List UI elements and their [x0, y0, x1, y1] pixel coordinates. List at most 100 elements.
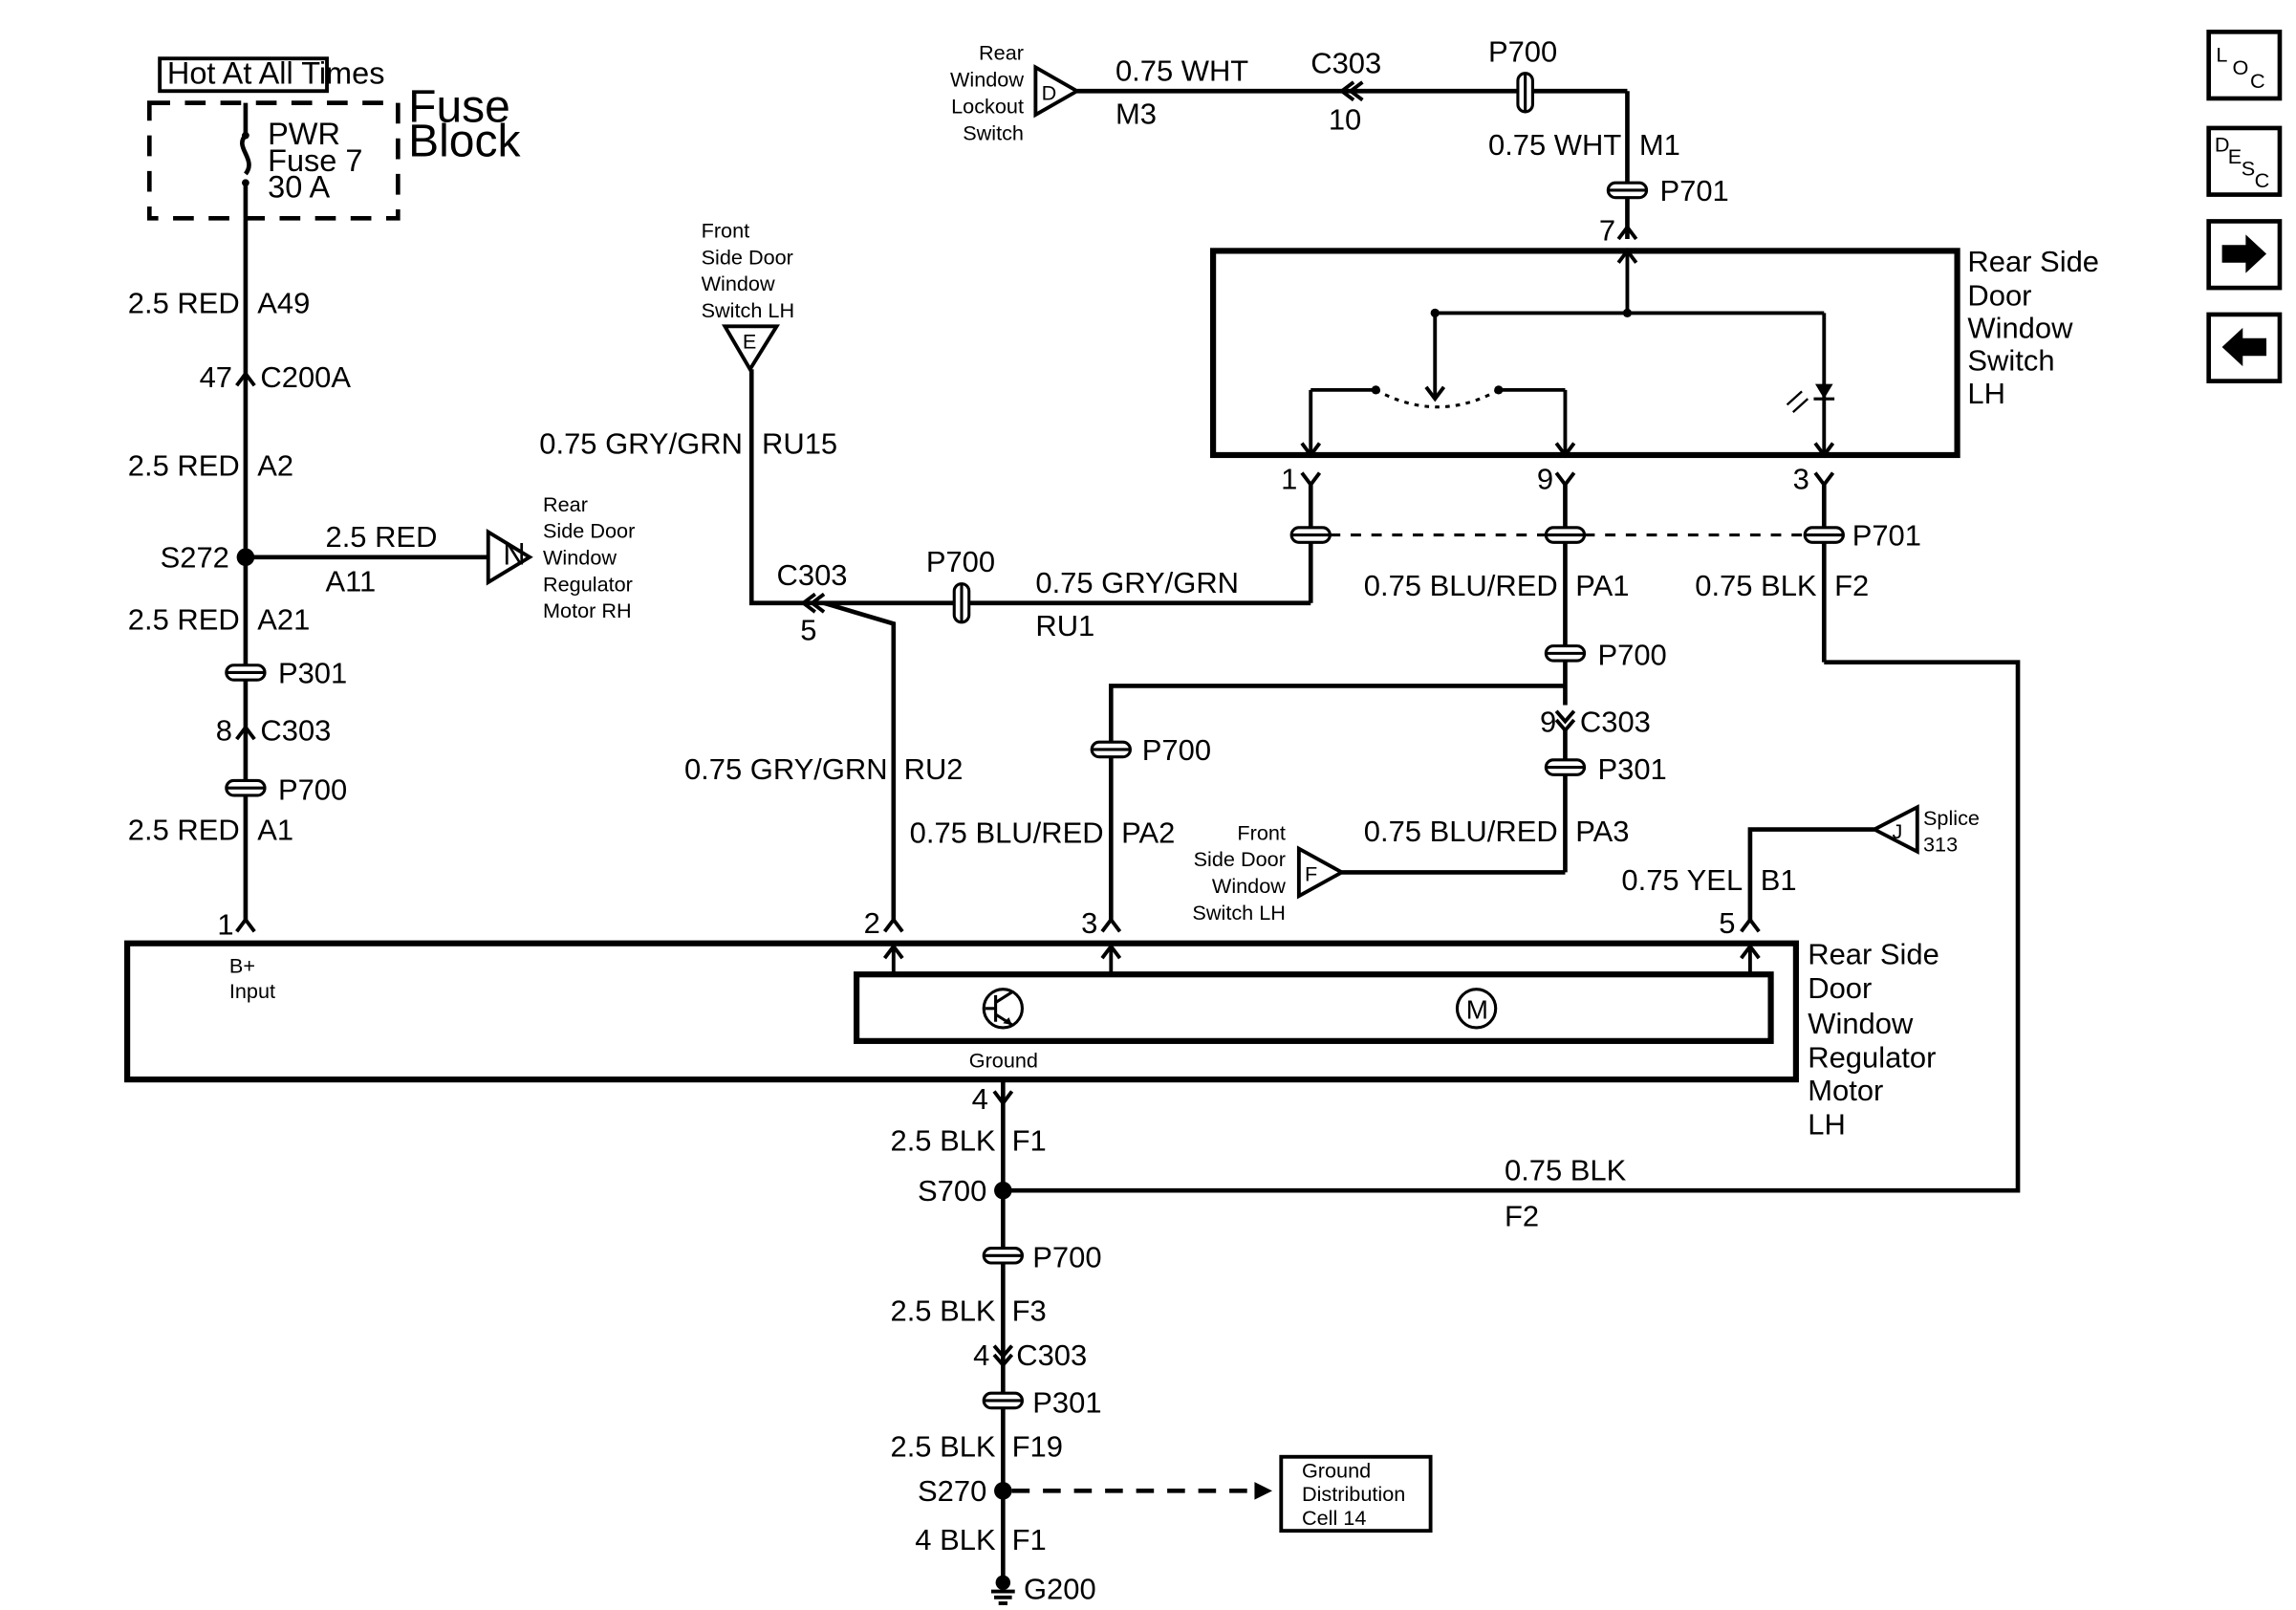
svg-text:O: O [2232, 55, 2248, 79]
c303-mid-pin: 5 [800, 613, 816, 646]
led-icon [1786, 383, 1835, 413]
svg-text:M: M [1466, 995, 1488, 1025]
regulator-lh-label: Rear Side Door Window Regulator Motor LH [1808, 937, 1939, 1141]
svg-text:C: C [2250, 69, 2265, 93]
circuit-label-ru2: RU2 [904, 752, 964, 786]
svg-text:LH: LH [1808, 1107, 1846, 1141]
motor-pin3: 3 [1081, 906, 1097, 940]
svg-text:Door: Door [1967, 279, 2031, 313]
circuit-label-pa1: PA1 [1575, 569, 1629, 602]
svg-text:D: D [2215, 133, 2230, 157]
lockout-marker-icon [1033, 64, 1081, 119]
svg-text:Switch LH: Switch LH [702, 298, 795, 322]
arrow-right-icon [2221, 234, 2267, 273]
wire-ru2 [823, 600, 897, 920]
motor-pin2-connector-icon [882, 916, 904, 933]
g200-label: G200 [1024, 1572, 1096, 1605]
prev-page-button[interactable] [2206, 312, 2283, 383]
ground-path: 4 2.5 BLK F1 S700 0.75 BLK F2 P700 2.5 B… [890, 1079, 1627, 1605]
wire-label-ru2: 0.75 GRY/GRN [684, 752, 888, 786]
c303-low-label: C303 [1016, 1338, 1087, 1372]
circuit-label-m1: M1 [1639, 128, 1680, 162]
c303-a-label: C303 [260, 714, 331, 748]
fuse-block-title-1: Fuse [408, 82, 510, 133]
wire-label-m1: 0.75 WHT [1488, 128, 1621, 162]
svg-text:Switch: Switch [963, 120, 1024, 144]
svg-text:S: S [2242, 156, 2255, 180]
motor-pin1-connector-icon [235, 916, 256, 933]
p701-top-label: P701 [1659, 174, 1728, 207]
wire-label-f19: 2.5 BLK [890, 1430, 995, 1464]
p700-a-connector-icon [225, 778, 267, 797]
circuit-label-f2a: F2 [1834, 569, 1869, 602]
circuit-label-ru15: RU15 [762, 426, 837, 460]
svg-text:Rear: Rear [979, 41, 1024, 65]
wire-ru15-ru1 [748, 369, 1311, 606]
ground-distribution-arrow-icon [1254, 1482, 1273, 1500]
regulator-motor-box [124, 940, 1799, 1083]
svg-text:Regulator: Regulator [543, 572, 633, 596]
motor-pin2: 2 [864, 906, 880, 940]
svg-text:Window: Window [543, 546, 617, 570]
wire-label-a1: 2.5 RED [128, 813, 240, 846]
c303-low-connector-icon [992, 1344, 1014, 1368]
s272-label: S272 [161, 541, 229, 575]
nav-buttons: L O C D E S C [2206, 30, 2283, 383]
hot-at-all-times-label: Hot At All Times [167, 56, 385, 91]
wire-label-a2: 2.5 RED [128, 449, 240, 483]
fuse-rating: 30 A [268, 170, 330, 205]
p301-low-label: P301 [1032, 1385, 1101, 1419]
svg-text:Rear Side: Rear Side [1967, 245, 2099, 278]
ground-distribution-box[interactable] [1279, 1454, 1433, 1534]
fuse-block-title-2: Block [408, 116, 521, 166]
fuse-block: Hot At All Times Fuse Block PWR Fuse 7 3… [146, 56, 521, 221]
fuse-number: Fuse 7 [268, 143, 362, 178]
svg-text:Window: Window [1212, 874, 1286, 898]
p700-low-label: P700 [1032, 1241, 1101, 1274]
svg-text:Window: Window [702, 272, 775, 295]
b-plus-feed: 2.5 RED A49 47 C200A 2.5 RED A2 S272 2.5… [128, 218, 635, 941]
switch-internal-arrow-up [1616, 248, 1638, 264]
s270-label: S270 [918, 1474, 986, 1508]
svg-text:L: L [2216, 42, 2227, 66]
ground-label: Ground [969, 1049, 1038, 1073]
svg-text:Side Door: Side Door [1194, 847, 1286, 871]
wire-label-f2b: 0.75 BLK [1505, 1153, 1627, 1186]
wire-pa2 [1108, 684, 1566, 920]
front-switch-e-label: Front Side Door Window Switch LH [702, 218, 795, 322]
circuit-label-f19: F19 [1012, 1430, 1063, 1464]
p700-pa-connector-icon [1544, 644, 1587, 663]
ground-distribution-line-3: Cell 14 [1302, 1506, 1366, 1530]
c303-a-pin: 8 [216, 714, 232, 748]
switch-pin9-connector-icon [1554, 471, 1576, 489]
s700-label: S700 [918, 1174, 986, 1208]
front-switch-e-marker-icon [721, 324, 781, 373]
motor-icon: M [1455, 988, 1498, 1030]
wire-b1 [1747, 827, 1874, 920]
wire-f2-ground-run [1003, 660, 2021, 1193]
wire-label-pa2: 0.75 BLU/RED [910, 816, 1104, 849]
wire-label-f1b: 4 BLK [915, 1523, 996, 1556]
regulator-inner-module [854, 971, 1774, 1044]
circuit-label-m3: M3 [1116, 97, 1157, 130]
p700-low-connector-icon [982, 1246, 1024, 1265]
front-switch-f-label: Front Side Door Window Switch LH [1192, 820, 1286, 925]
p301-a-label: P301 [278, 656, 347, 689]
motor-pin1: 1 [217, 907, 233, 941]
wire-label-ru1: 0.75 GRY/GRN [1035, 566, 1239, 599]
desc-button[interactable]: D E S C [2206, 125, 2283, 197]
circuit-label-f2b: F2 [1505, 1199, 1539, 1232]
module-lead-3-arrow [1100, 943, 1122, 960]
circuit-label-a49: A49 [257, 286, 310, 319]
next-page-button[interactable] [2206, 219, 2283, 291]
wire-label-ru15: 0.75 GRY/GRN [539, 426, 743, 460]
loc-button[interactable]: L O C [2206, 30, 2283, 101]
c200a-pin: 47 [200, 360, 232, 394]
ground-distribution-line-2: Distribution [1302, 1482, 1405, 1506]
c303-pa-connector-icon [1554, 709, 1576, 733]
c303-mid-connector-icon [800, 592, 826, 614]
p700-pa-label: P700 [1597, 639, 1666, 672]
svg-text:Side Door: Side Door [702, 245, 793, 269]
switch-pin1: 1 [1281, 463, 1297, 496]
p700-pa2-label: P700 [1142, 733, 1211, 767]
